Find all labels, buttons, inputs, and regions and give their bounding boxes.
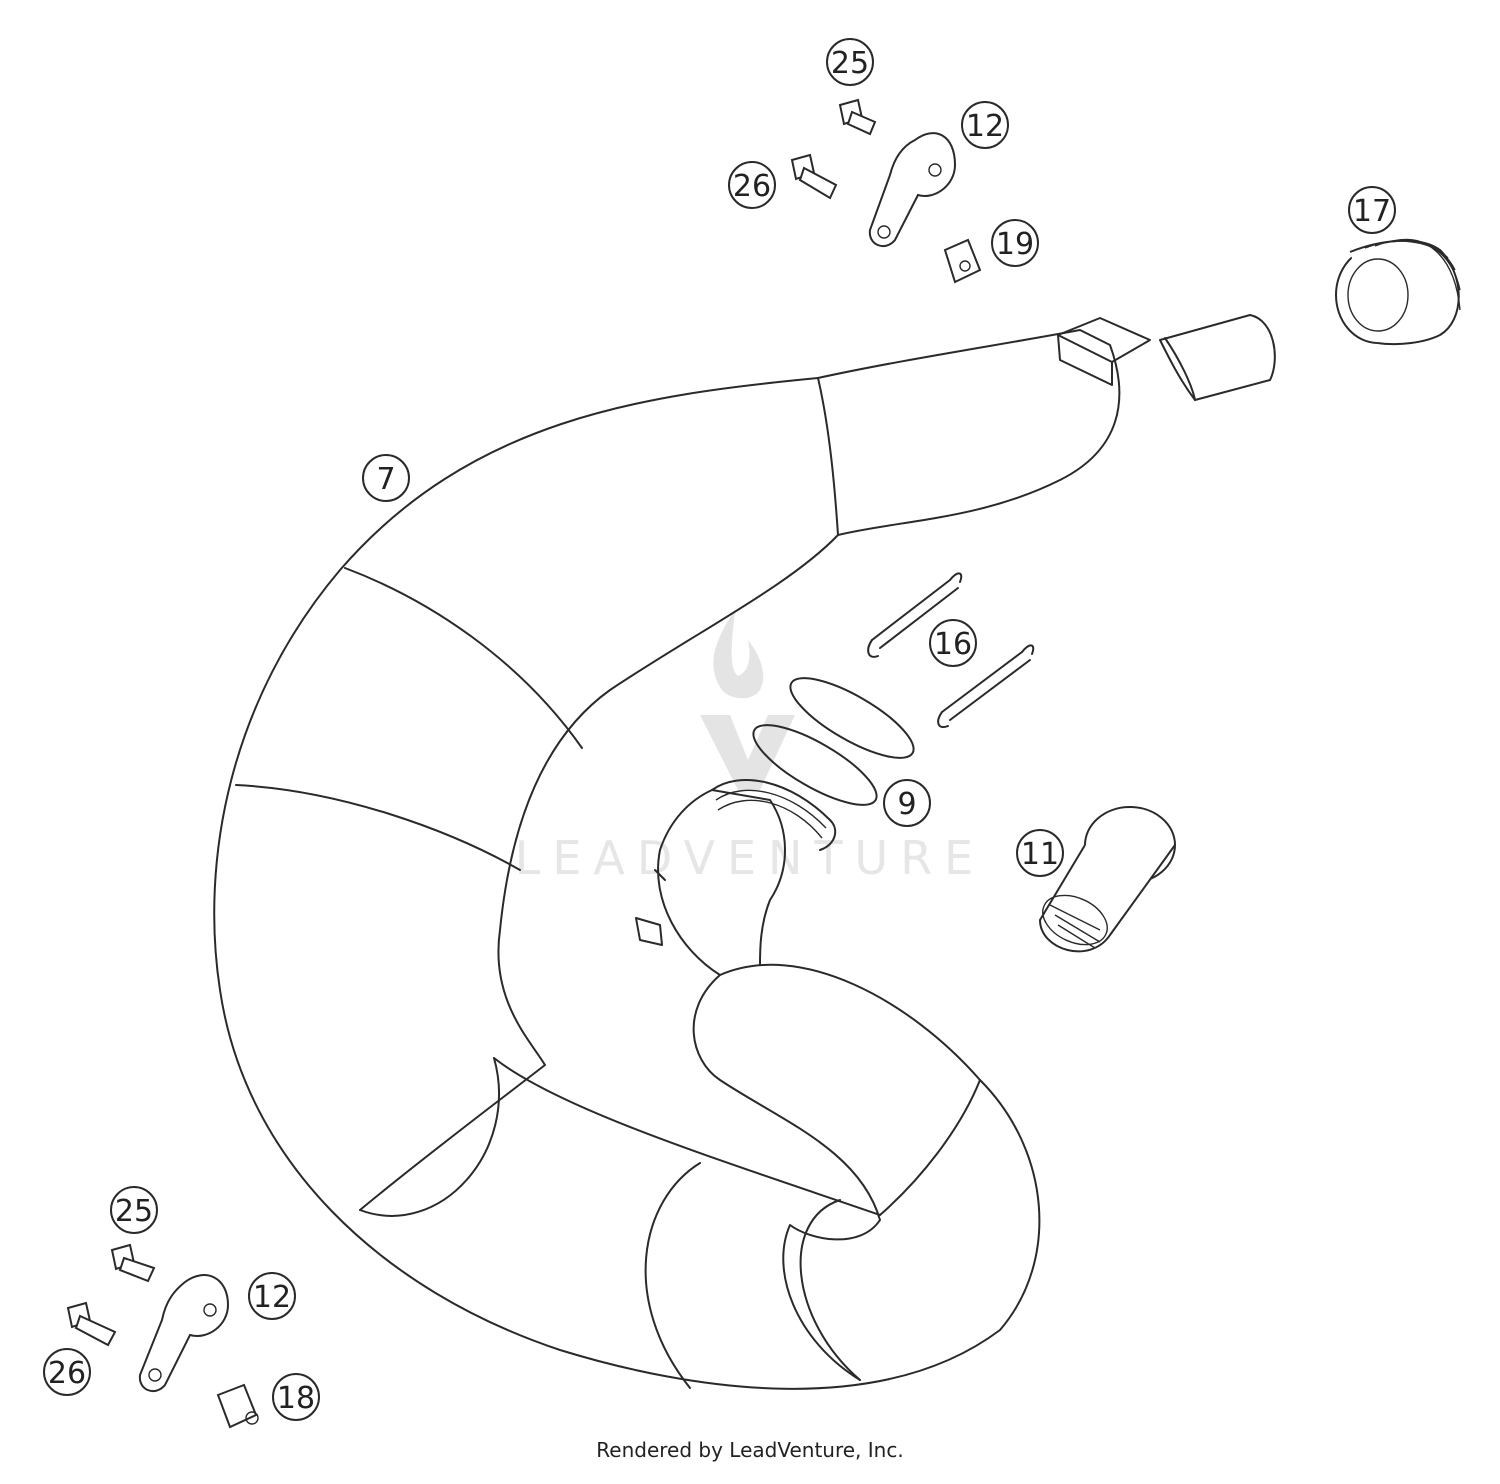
- callout-25-top: 25: [826, 38, 874, 86]
- svg-text:16: 16: [934, 627, 972, 662]
- clip-nut-19[interactable]: [943, 238, 982, 284]
- svg-text:9: 9: [897, 787, 916, 822]
- svg-text:25: 25: [831, 46, 869, 81]
- watermark-text: LEADVENTURE: [515, 831, 986, 885]
- silencer-insert[interactable]: [1035, 806, 1176, 954]
- svg-text:17: 17: [1353, 194, 1391, 229]
- callout-12-top: 12: [961, 101, 1009, 149]
- mounting-clamp-bottom[interactable]: [138, 1274, 230, 1393]
- callout-7: 7: [362, 454, 410, 502]
- svg-text:26: 26: [48, 1356, 86, 1391]
- svg-text:11: 11: [1021, 837, 1059, 872]
- bolt-25-top[interactable]: [838, 98, 877, 136]
- callout-16: 16: [929, 619, 977, 667]
- callout-17: 17: [1348, 186, 1396, 234]
- callout-11: 11: [1016, 829, 1064, 877]
- callout-19: 19: [991, 219, 1039, 267]
- callout-9: 9: [883, 779, 931, 827]
- svg-text:7: 7: [376, 462, 395, 497]
- rubber-sleeve[interactable]: [1335, 238, 1461, 346]
- svg-text:12: 12: [253, 1280, 291, 1315]
- callout-12-bottom: 12: [248, 1272, 296, 1320]
- svg-text:18: 18: [277, 1381, 315, 1416]
- bolt-26-bottom[interactable]: [66, 1301, 117, 1347]
- svg-text:12: 12: [966, 109, 1004, 144]
- bolt-25-bottom[interactable]: [110, 1243, 156, 1283]
- footer-credit: Rendered by LeadVenture, Inc.: [596, 1438, 904, 1462]
- svg-text:19: 19: [996, 227, 1034, 262]
- o-rings[interactable]: [743, 664, 923, 819]
- clip-nut-18[interactable]: [216, 1383, 259, 1429]
- exhaust-pipe-body[interactable]: [213, 314, 1276, 1390]
- callout-25-bottom: 25: [110, 1186, 158, 1234]
- callout-26-bottom: 26: [43, 1348, 91, 1396]
- callout-18: 18: [272, 1373, 320, 1421]
- leadventure-watermark: LEADVENTURE: [515, 610, 986, 885]
- exhaust-springs[interactable]: [867, 572, 1035, 728]
- svg-text:25: 25: [115, 1194, 153, 1229]
- mounting-clamp-top[interactable]: [868, 132, 957, 248]
- bolt-26-top[interactable]: [790, 153, 838, 200]
- svg-text:26: 26: [733, 169, 771, 204]
- callout-26-top: 26: [728, 161, 776, 209]
